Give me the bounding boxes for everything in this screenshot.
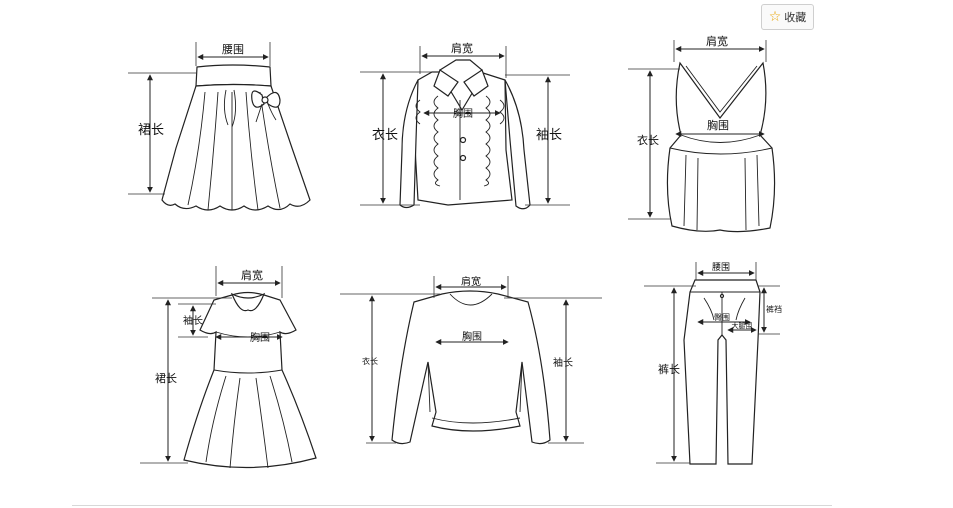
pants-waist-label: 腰围	[712, 262, 730, 273]
vest-figure	[666, 61, 776, 233]
sweater-length-label: 衣长	[362, 356, 378, 366]
sweater-sleeve-label: 袖长	[553, 356, 573, 369]
skirt-figure	[161, 64, 311, 211]
pants-hem-label: 大腿围	[732, 321, 753, 330]
pants-figure	[683, 279, 761, 465]
pants-measurements: 腰围 臀围 大腿围 裤裆 裤长	[644, 262, 782, 464]
sweater-chest-label: 胸围	[462, 330, 482, 343]
jacket-measurements: 肩宽 胸围 衣长 袖长	[360, 41, 570, 206]
vest-measurements: 肩宽 胸围 衣长	[628, 34, 767, 220]
sweater-shoulder-label: 肩宽	[461, 275, 481, 288]
skirt-waist-label: 腰围	[222, 43, 244, 56]
jacket-shoulder-label: 肩宽	[451, 41, 473, 55]
vest-chest-label: 胸围	[707, 118, 729, 132]
favorite-label: 收藏	[784, 11, 807, 24]
sweater-measurements: 肩宽 胸围 衣长 袖长	[340, 275, 602, 444]
vest-shoulder-label: 肩宽	[706, 34, 728, 48]
favorite-button[interactable]: ☆ 收藏	[761, 4, 814, 30]
pants-rise-label: 裤裆	[766, 304, 782, 314]
pants-length-label: 裤长	[658, 362, 680, 376]
dress-shoulder-label: 肩宽	[241, 268, 263, 282]
vest-length-label: 衣长	[637, 133, 659, 147]
star-outline-icon: ☆	[768, 9, 782, 25]
jacket-length-label: 衣长	[372, 127, 398, 143]
skirt-measurements: 腰围 裙长	[128, 42, 271, 195]
dress-length-label: 裙长	[155, 372, 177, 385]
dress-chest-label: 胸围	[250, 331, 270, 344]
dress-figure	[183, 291, 317, 469]
sweater-figure	[391, 290, 551, 445]
dress-measurements: 肩宽 袖长 胸围 裙长	[140, 266, 283, 464]
jacket-sleeve-label: 袖长	[536, 128, 562, 143]
skirt-length-label: 裙长	[138, 123, 164, 138]
jacket-chest-label: 胸围	[453, 107, 473, 120]
dress-sleeve-label: 袖长	[183, 314, 203, 327]
bottom-divider	[72, 505, 832, 506]
pants-thigh-label: 臀围	[714, 313, 730, 322]
jacket-figure	[399, 59, 531, 210]
